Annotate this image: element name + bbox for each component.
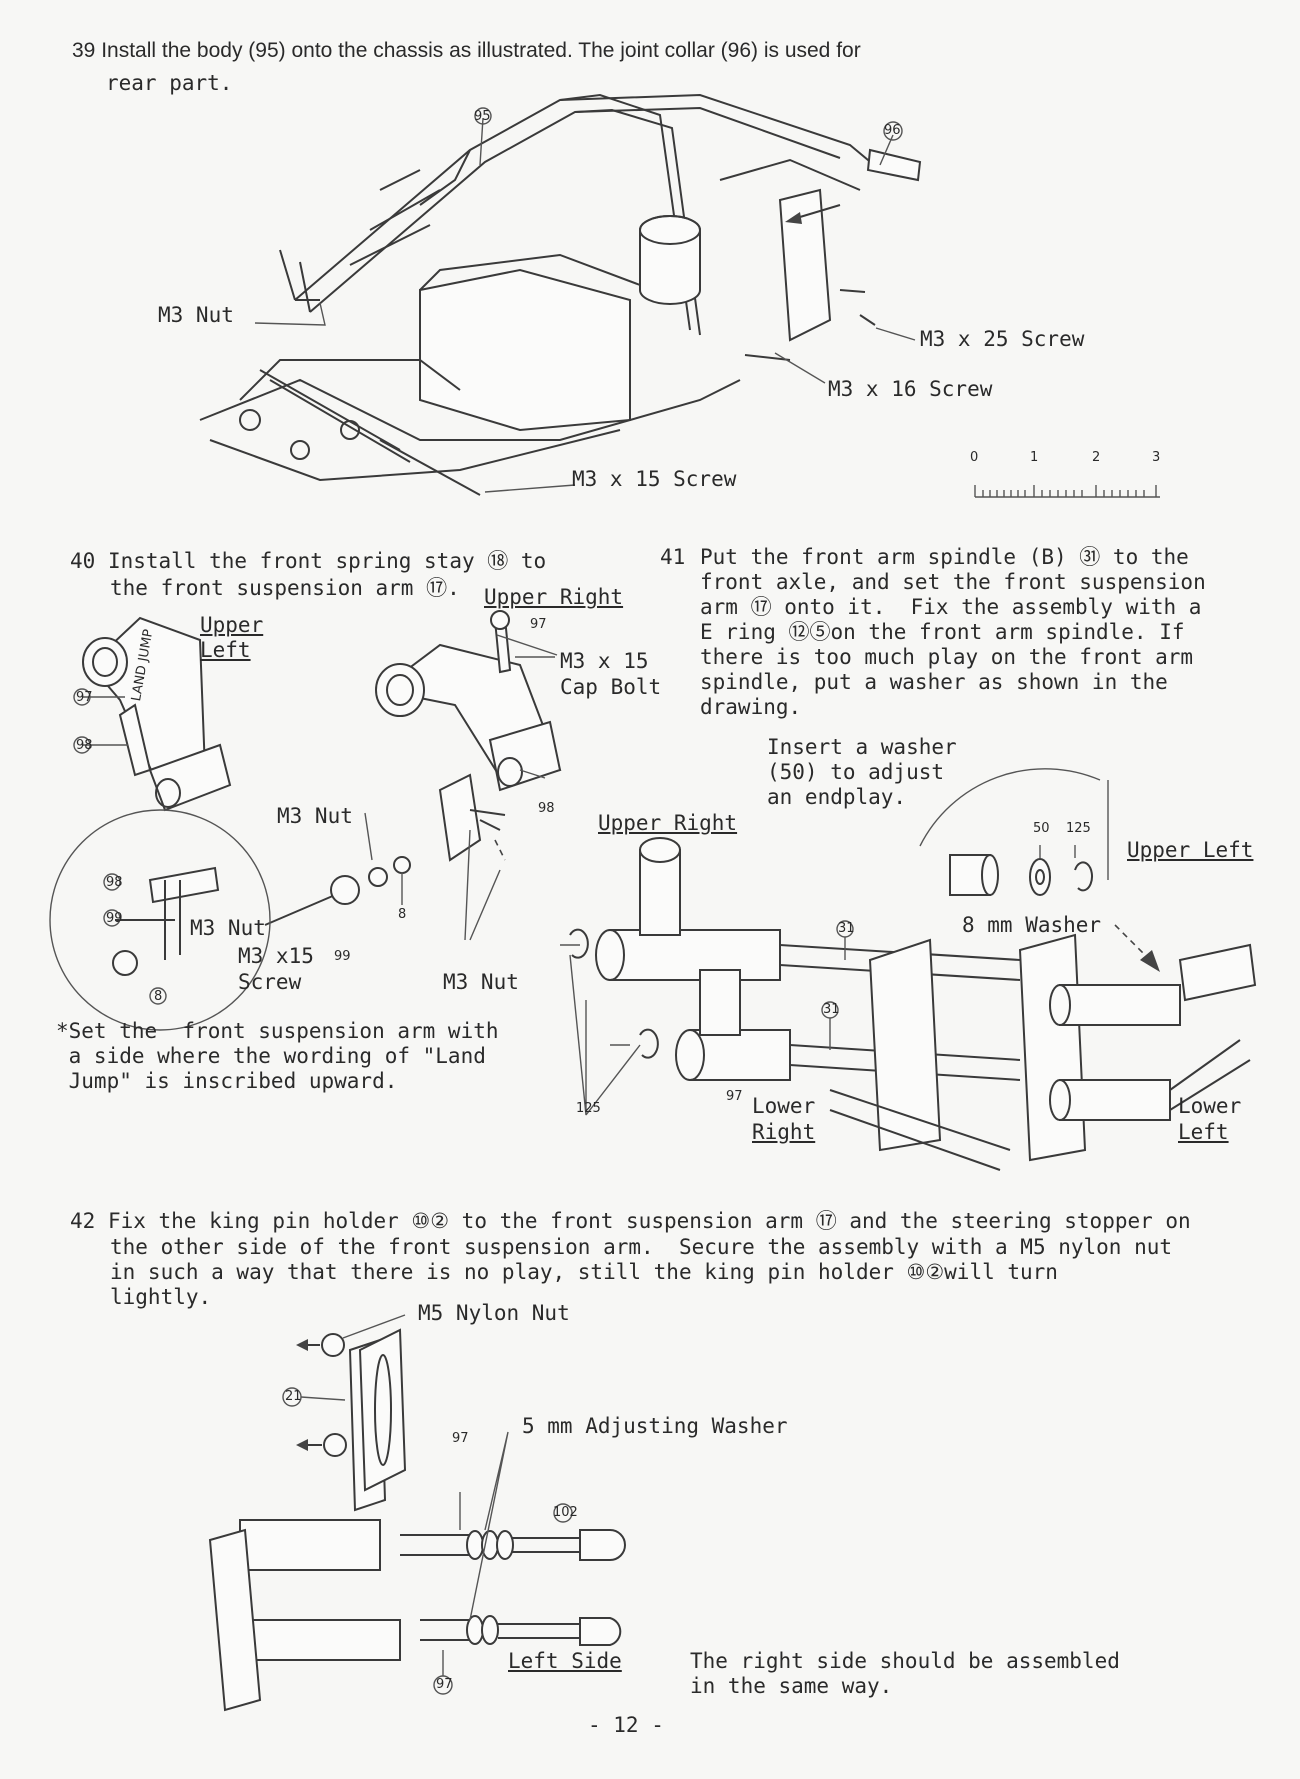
step42-line3: lightly. [110,1285,212,1309]
label-left-side: Left Side [508,1649,622,1673]
front-axle-drawing [560,837,1257,1171]
nut-screw-explode [264,812,506,941]
label-m3x16-screw: M3 x 16 Screw [828,377,993,401]
insert-washer-line2: (50) to adjust [767,760,945,784]
page-number: - 12 - [588,1713,664,1737]
ruler-tick-2: 2 [1092,450,1101,465]
label-upper-right-41: Upper Right [598,811,738,835]
step41-line0: Put the front arm spindle (B) ㉛ to the [700,545,1189,569]
label-m3x15-cap: M3 x 15 [560,649,649,673]
label-m3-nut-inset: M3 Nut [190,916,266,940]
label-p21: 21 [285,1389,302,1404]
upper-right-arm-drawing [375,610,562,862]
label-m3-nut-bottom: M3 Nut [443,970,519,994]
label-p98-right: 98 [538,801,555,816]
label-p125-inset: 125 [1066,821,1091,836]
label-upper: Upper [200,613,264,637]
step42-line1: the other side of the front suspension a… [110,1235,1173,1259]
label-p97-42-top: 97 [452,1431,469,1446]
label-cap-bolt: Cap Bolt [560,675,662,699]
label-m3-nut-top: M3 Nut [277,804,353,828]
scale-ruler [974,485,1160,498]
right-side-note-line2: in the same way. [690,1674,893,1698]
inset-circle-detail [49,809,271,1031]
label-p98-left: 98 [76,738,93,753]
label-p102: 102 [553,1505,578,1520]
body-cage-drawing [199,93,922,496]
label-p99-inset: 99 [106,911,123,926]
label-part-96: 96 [884,123,901,138]
step40-line1: Install the front spring stay ⑱ to [107,549,547,573]
label-8mm-washer: 8 mm Washer [962,913,1102,937]
step39-line1: Install the body (95) onto the chassis a… [101,39,861,62]
label-m3x15-inset: M3 x15 [238,944,314,968]
upper-left-arm-drawing [73,616,232,812]
label-part-95: 95 [474,109,491,124]
ruler-tick-1: 1 [1030,450,1039,465]
label-m5-nylon-nut: M5 Nylon Nut [418,1301,570,1325]
ruler-tick-0: 0 [970,450,979,465]
step42-number: 42 [70,1209,96,1233]
step41-line5: spindle, put a washer as shown in the [700,670,1168,694]
label-p8-inset: 8 [154,989,163,1004]
step41-line4: there is too much play on the front arm [700,645,1194,669]
step41-line3: E ring ⑫⑤on the front arm spindle. If [700,620,1185,644]
label-p97-left: 97 [76,690,93,705]
label-p125: 125 [576,1101,601,1116]
label-m3x15-screw: M3 x 15 Screw [572,467,737,491]
label-p99: 99 [334,949,351,964]
label-left: Left [200,638,251,662]
label-p97-42-bottom: 97 [436,1677,453,1692]
step42-line2: in such a way that there is no play, sti… [110,1260,1058,1284]
label-p98-inset: 98 [106,875,123,890]
step41-line6: drawing. [700,695,802,719]
step39-number: 39 [72,39,96,62]
label-lower-right-2: Right [752,1120,816,1144]
step40-note-line1: *Set the front suspension arm with [56,1019,499,1043]
label-upper-left-41: Upper Left [1127,838,1254,862]
step42-line0: Fix the king pin holder ⑩② to the front … [107,1209,1191,1233]
label-p31-upper: 31 [838,921,855,936]
label-lower-right-1: Lower [752,1094,816,1118]
insert-washer-line1: Insert a washer [767,735,957,759]
step40-note-line3: Jump" is inscribed upward. [56,1069,398,1093]
label-upper-right-40: Upper Right [484,585,624,609]
label-p97-41: 97 [726,1089,743,1104]
label-m3-nut: M3 Nut [158,303,234,327]
label-lower-left-1: Lower [1178,1094,1242,1118]
label-m3x25-screw: M3 x 25 Screw [920,327,1085,351]
step40-line2: the front suspension arm ⑰. [110,576,460,600]
step42-heading: 42 Fix the king pin holder ⑩② to the fro… [70,1208,1191,1234]
step40-note-line2: a side where the wording of "Land [56,1044,486,1068]
step41-line1: front axle, and set the front suspension [700,570,1206,594]
label-5mm-washer: 5 mm Adjusting Washer [522,1414,788,1438]
step41-line2: arm ⑰ onto it. Fix the assembly with a [700,595,1202,619]
step40-heading: 40 Install the front spring stay ⑱ to [70,548,546,574]
label-lower-left-2: Left [1178,1120,1229,1144]
label-p8: 8 [398,907,407,922]
label-p31-lower: 31 [823,1002,840,1017]
label-p97-right: 97 [530,617,547,632]
step41-number: 41 [660,545,686,569]
king-pin-holder-drawing [208,1314,626,1712]
step39-heading: 39 Install the body (95) onto the chassi… [72,38,861,64]
label-p50: 50 [1033,821,1050,836]
step39-line2: rear part. [106,71,233,95]
step40-number: 40 [70,549,96,573]
ruler-tick-3: 3 [1152,450,1161,465]
washer-inset [919,768,1160,972]
right-side-note-line1: The right side should be assembled [690,1649,1120,1673]
label-screw-inset: Screw [238,970,302,994]
insert-washer-line3: an endplay. [767,785,907,809]
